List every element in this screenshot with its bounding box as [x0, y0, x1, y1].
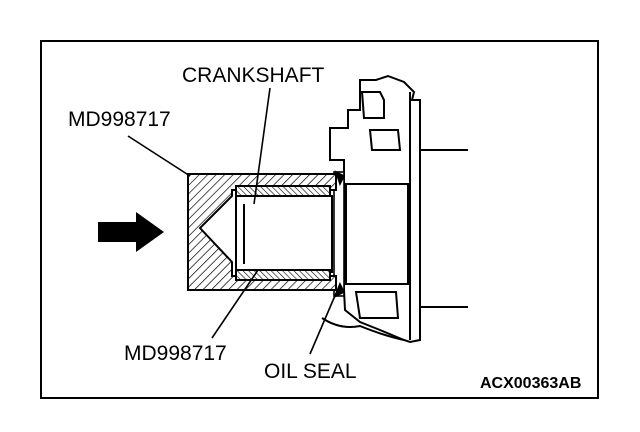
figure-frame	[40, 40, 599, 399]
crankshaft	[235, 195, 333, 273]
tool-label-top: MD998717	[68, 108, 171, 131]
tool-label-bottom: MD998717	[124, 342, 227, 365]
crankshaft-label: CRANKSHAFT	[182, 64, 325, 87]
leader-lines	[127, 87, 341, 355]
figure-code: ACX00363AB	[480, 375, 581, 392]
arrow-right-icon	[98, 212, 164, 252]
oil-seal-label: OIL SEAL	[264, 360, 357, 383]
special-tool-md998717	[187, 173, 337, 291]
engine-block	[321, 74, 468, 344]
